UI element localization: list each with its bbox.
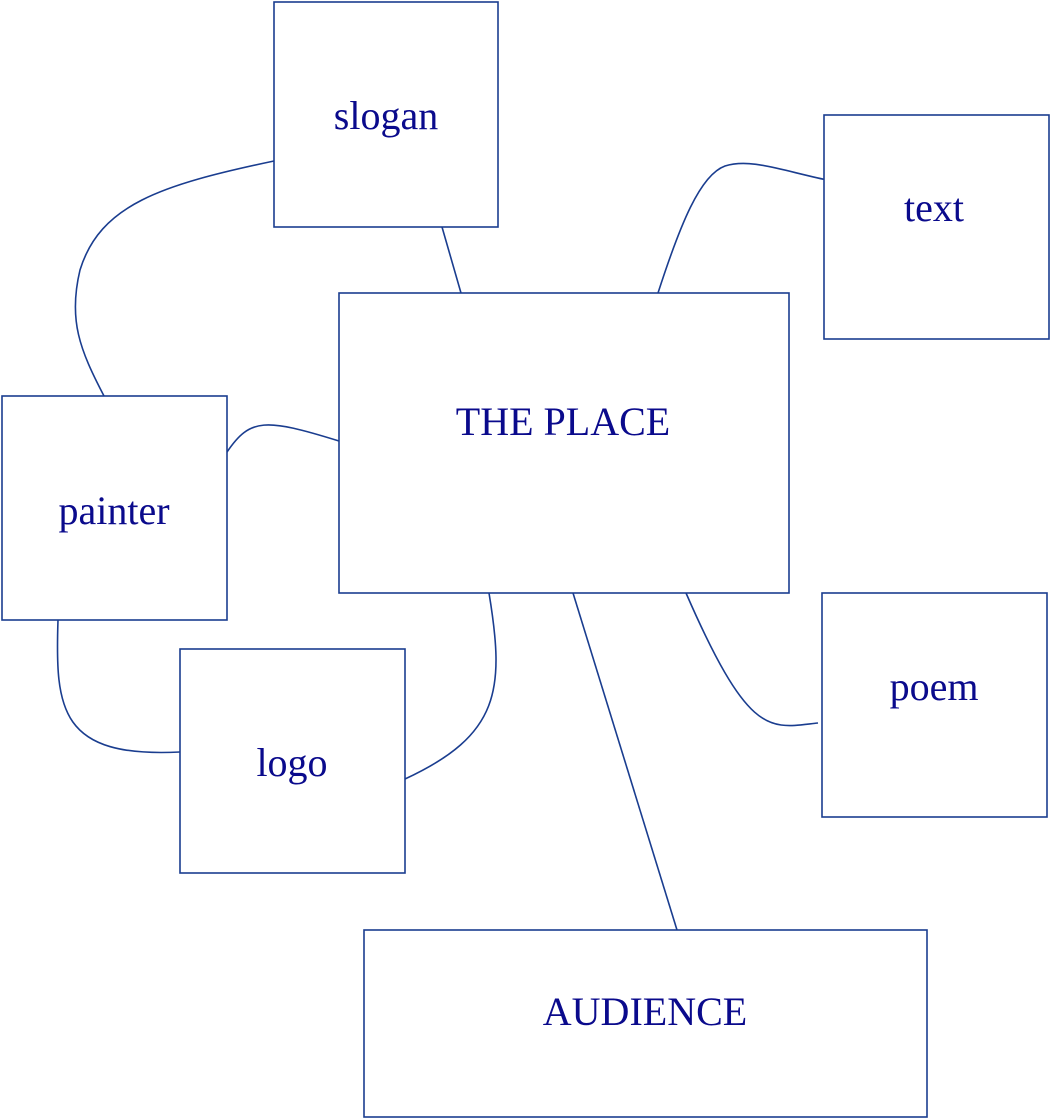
edge-painter-the-place bbox=[226, 424, 340, 453]
edge-audience-the-place bbox=[572, 592, 678, 931]
node-slogan: slogan bbox=[273, 1, 499, 228]
node-the-place-label: THE PLACE bbox=[456, 399, 670, 444]
node-painter-box bbox=[1, 395, 228, 621]
node-audience-box bbox=[363, 929, 928, 1118]
edge-slogan-the-place bbox=[441, 226, 462, 294]
edge-poem-the-place bbox=[685, 592, 819, 727]
node-the-place: THE PLACE bbox=[338, 292, 790, 594]
node-poem: poem bbox=[821, 592, 1048, 818]
node-poem-label: poem bbox=[890, 664, 979, 709]
edge-text-the-place bbox=[657, 162, 828, 294]
node-painter-label: painter bbox=[58, 488, 169, 533]
node-slogan-label: slogan bbox=[334, 93, 438, 138]
node-audience-label: AUDIENCE bbox=[543, 989, 747, 1034]
edge-painter-logo bbox=[56, 619, 181, 754]
node-text: text bbox=[823, 114, 1050, 340]
node-audience: AUDIENCE bbox=[363, 929, 928, 1118]
node-logo-box bbox=[179, 648, 406, 874]
node-text-label: text bbox=[904, 185, 964, 230]
node-slogan-box bbox=[273, 1, 499, 228]
node-logo: logo bbox=[179, 648, 406, 874]
connectors bbox=[56, 160, 828, 931]
node-painter: painter bbox=[1, 395, 228, 621]
edge-slogan-painter bbox=[74, 160, 275, 397]
node-the-place-box bbox=[338, 292, 790, 594]
node-poem-box bbox=[821, 592, 1048, 818]
node-text-box bbox=[823, 114, 1050, 340]
edge-logo-the-place bbox=[404, 592, 497, 780]
node-logo-label: logo bbox=[256, 740, 327, 785]
